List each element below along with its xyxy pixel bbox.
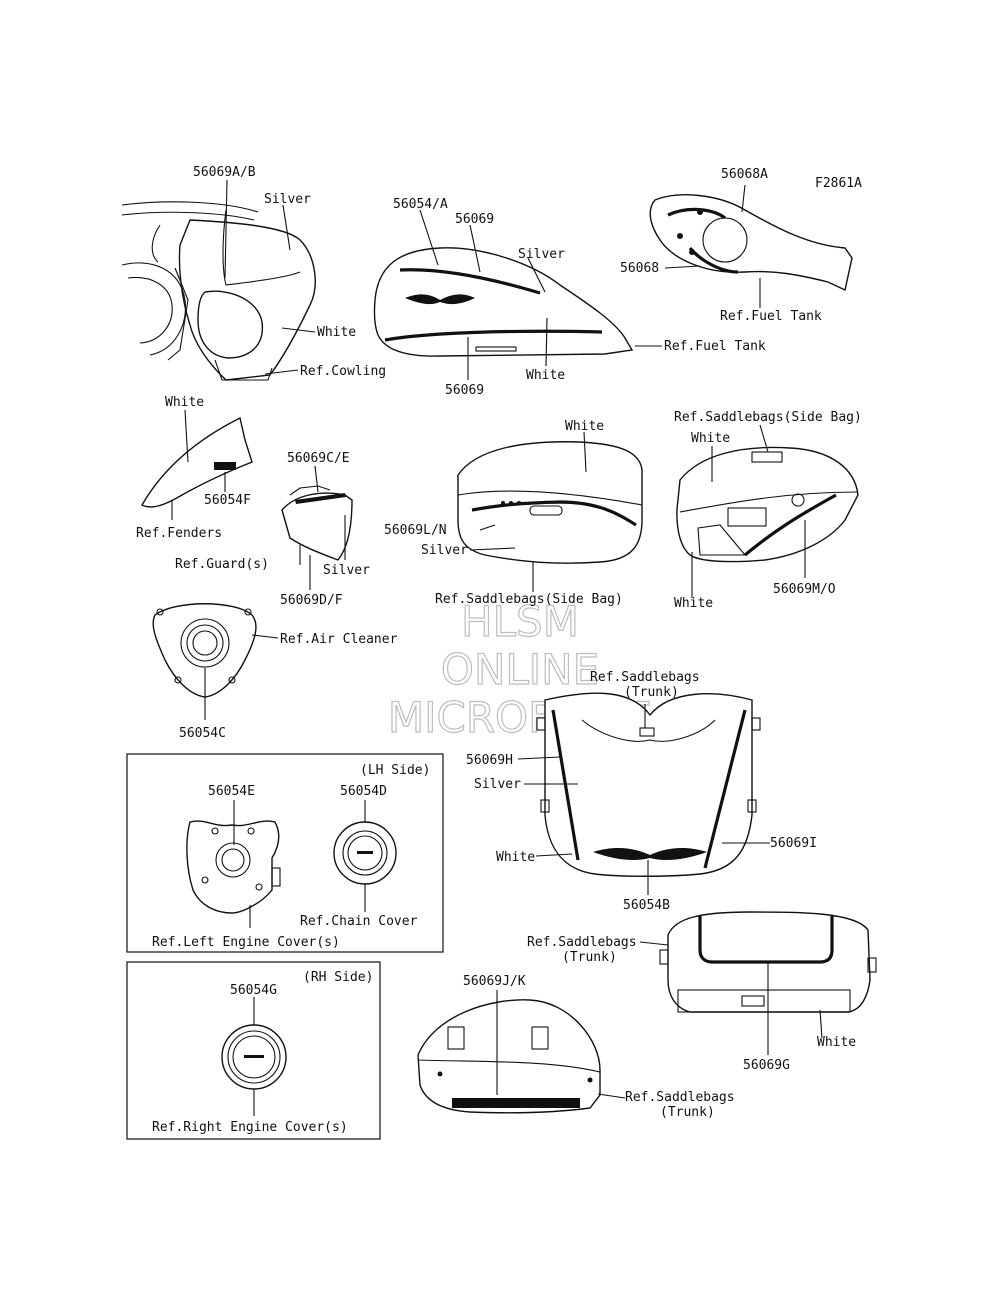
label-ref-trunk-1b: (Trunk) (624, 685, 679, 700)
label-white-fender: White (165, 395, 204, 410)
label-ref-saddlebags-side-2: Ref.Saddlebags(Side Bag) (674, 410, 862, 425)
label-white-sb-right-bottom: White (674, 596, 713, 611)
label-56069G: 56069G (743, 1058, 790, 1073)
label-56069LN: 56069L/N (384, 523, 447, 538)
label-56054C: 56054C (179, 726, 226, 741)
label-ref-trunk-3a: Ref.Saddlebags (625, 1090, 735, 1105)
guard-illustration (281, 465, 353, 590)
label-56068: 56068 (620, 261, 659, 276)
label-ref-fuel-tank-2: Ref.Fuel Tank (720, 309, 822, 324)
saddlebag-right-illustration (676, 424, 859, 598)
label-56069JK: 56069J/K (463, 974, 526, 989)
label-ref-air-cleaner: Ref.Air Cleaner (280, 632, 398, 647)
label-silver-sb-left: Silver (421, 543, 468, 558)
label-ref-saddlebags-side-1: Ref.Saddlebags(Side Bag) (435, 592, 623, 607)
label-56069MO: 56069M/O (773, 582, 836, 597)
trunk-front-illustration (517, 692, 770, 895)
label-ref-fuel-tank-1: Ref.Fuel Tank (664, 339, 766, 354)
label-white-tank: White (526, 368, 565, 383)
lh-side-panel (126, 753, 444, 953)
label-white-trunk2: White (817, 1035, 856, 1050)
label-ref-guards: Ref.Guard(s) (175, 557, 269, 572)
label-ref-cowling: Ref.Cowling (300, 364, 386, 379)
label-56069-bottom: 56069 (445, 383, 484, 398)
watermark-line-1: HLSM (461, 597, 579, 646)
label-56054E: 56054E (208, 784, 255, 799)
chain-cover-illustration (333, 800, 397, 912)
fender-illustration (141, 409, 253, 520)
label-silver-cowl: Silver (264, 192, 311, 207)
label-56069AB: 56069A/B (193, 165, 256, 180)
label-56054B: 56054B (623, 898, 670, 913)
rh-side-label: (RH Side) (303, 970, 373, 985)
label-56069I: 56069I (770, 836, 817, 851)
trunk-rear-illustration (639, 911, 877, 1055)
figure-code: F2861A (815, 176, 862, 191)
rh-side-panel (126, 961, 381, 1140)
air-cleaner-illustration (152, 603, 279, 720)
right-engine-cover-illustration (221, 997, 287, 1116)
label-ref-fenders: Ref.Fenders (136, 526, 222, 541)
label-ref-trunk-3b: (Trunk) (660, 1105, 715, 1120)
label-white-trunk: White (496, 850, 535, 865)
label-silver-tank: Silver (518, 247, 565, 262)
label-white-cowl: White (317, 325, 356, 340)
label-56054D: 56054D (340, 784, 387, 799)
left-engine-cover-illustration (186, 800, 281, 928)
label-56069CE: 56069C/E (287, 451, 350, 466)
label-56069DF: 56069D/F (280, 593, 343, 608)
fuel-tank-illustration (373, 209, 662, 380)
label-ref-trunk-2b: (Trunk) (562, 950, 617, 965)
label-white-sb-right-top: White (691, 431, 730, 446)
label-ref-chain-cover: Ref.Chain Cover (300, 914, 418, 929)
label-silver-trunk: Silver (474, 777, 521, 792)
watermark-line-2: ONLINE (441, 645, 599, 694)
label-56069-top: 56069 (455, 212, 494, 227)
trunk-side-illustration (417, 990, 626, 1114)
label-56054F: 56054F (204, 493, 251, 508)
label-ref-trunk-1a: Ref.Saddlebags (590, 670, 700, 685)
label-56054A: 56054/A (393, 197, 448, 212)
label-silver-guard: Silver (323, 563, 370, 578)
label-white-sb-left: White (565, 419, 604, 434)
saddlebag-left-illustration (457, 431, 643, 592)
label-ref-right-engine-covers: Ref.Right Engine Cover(s) (152, 1120, 348, 1135)
cowling-illustration (121, 179, 316, 381)
label-56068A: 56068A (721, 167, 768, 182)
label-56054G: 56054G (230, 983, 277, 998)
label-56069H: 56069H (466, 753, 513, 768)
label-ref-trunk-2a: Ref.Saddlebags (527, 935, 637, 950)
label-ref-left-engine-covers: Ref.Left Engine Cover(s) (152, 935, 340, 950)
tank-top-illustration (649, 184, 853, 308)
lh-side-label: (LH Side) (360, 763, 430, 778)
